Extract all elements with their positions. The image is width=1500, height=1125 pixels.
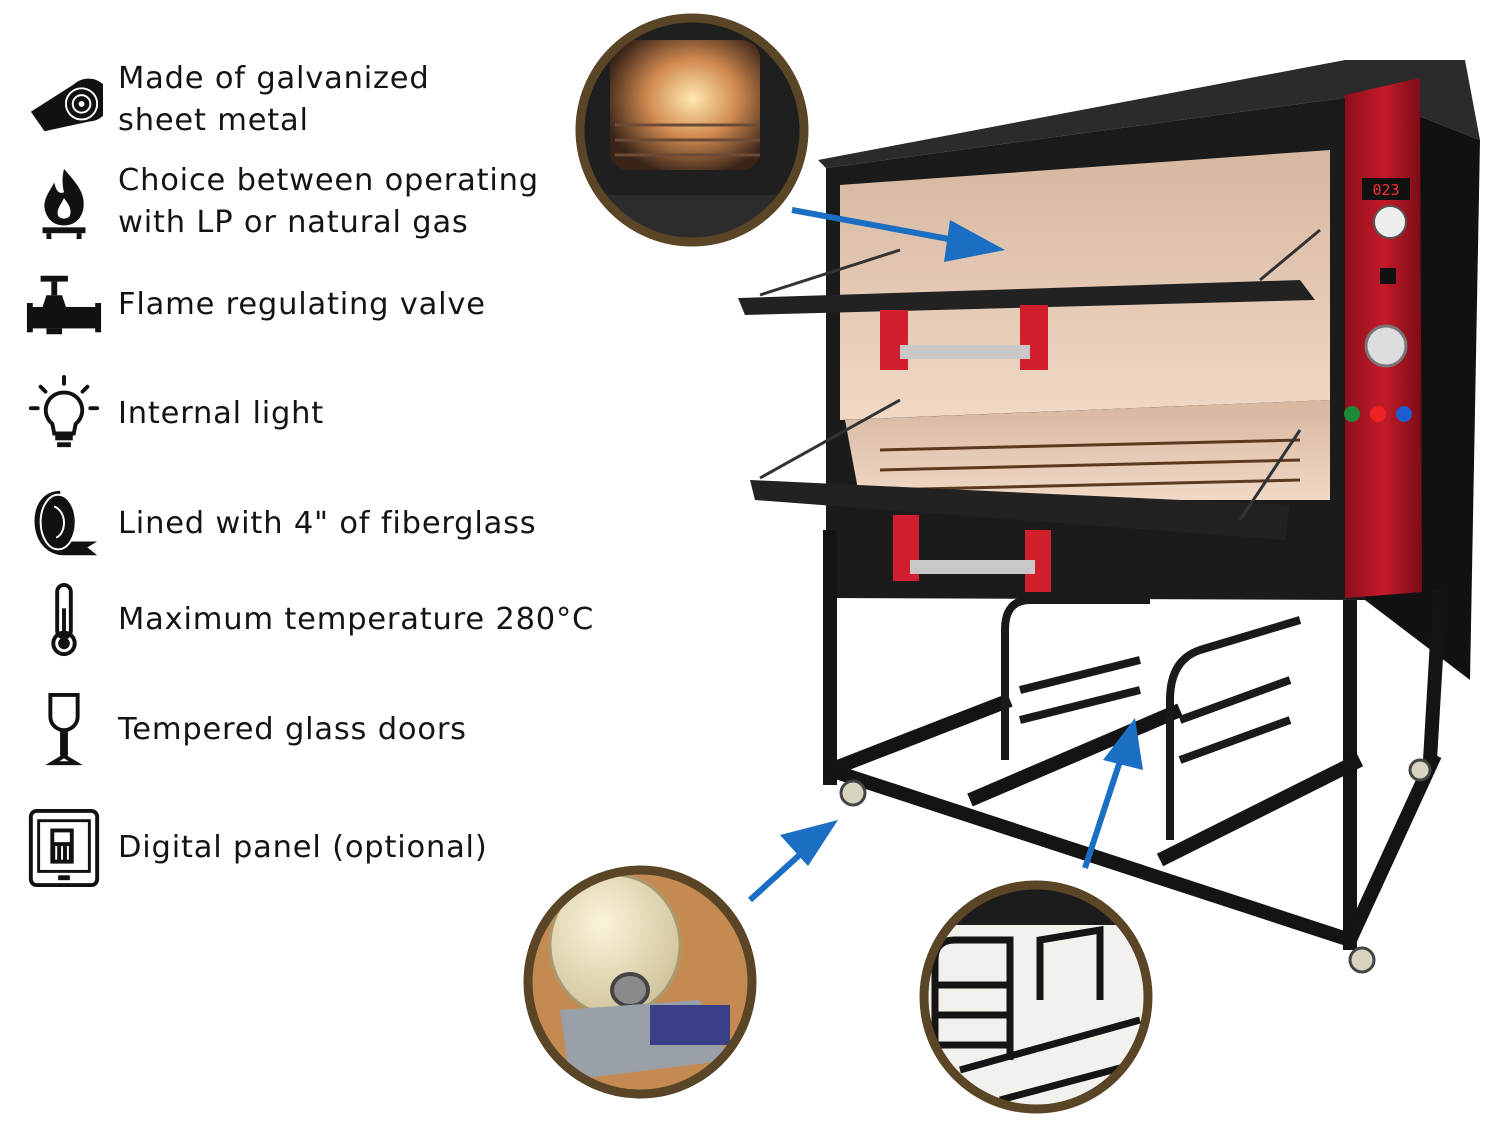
thermometer-icon (22, 578, 106, 662)
green-indicator (1344, 406, 1360, 422)
door-chain (759, 398, 901, 480)
thermostat-dial (1373, 205, 1407, 239)
arrow-to-caster (747, 847, 808, 903)
door-chain (759, 248, 901, 297)
feature-label: Choice between operating with LP or natu… (118, 163, 539, 240)
feature-label: Made of galvanized sheet metal (118, 61, 430, 138)
arrow-head (944, 220, 1005, 262)
oven-rack (879, 438, 1301, 492)
fiberglass-roll-icon (22, 482, 106, 566)
inset-chamber-closeup (575, 13, 809, 247)
door-handle-bracket (880, 310, 908, 370)
caster-wheel (1408, 758, 1432, 782)
door-handle-bracket (1020, 305, 1048, 370)
oven: 023 (738, 60, 1480, 680)
lower-door (750, 480, 1290, 540)
feature-label: Digital panel (optional) (118, 830, 488, 865)
feature-label: Internal light (118, 396, 325, 431)
door-chain (1238, 429, 1302, 521)
feature-tempered-glass: Tempered glass doors (22, 688, 467, 772)
glass-icon (22, 688, 106, 772)
tray-rack (1001, 596, 1302, 840)
door-handle (910, 560, 1035, 574)
gas-knob (1364, 324, 1408, 368)
feature-max-temperature: Maximum temperature 280°C (22, 578, 594, 662)
inset-rack-closeup (919, 880, 1153, 1114)
feature-label: Flame regulating valve (118, 287, 486, 322)
feature-gas-choice: Choice between operating with LP or natu… (22, 160, 539, 244)
arrow-head (1103, 718, 1143, 770)
feature-label: Maximum temperature 280°C (118, 602, 595, 637)
blue-indicator (1396, 406, 1412, 422)
door-handle (900, 345, 1030, 359)
arrow-to-chamber (791, 207, 966, 245)
lower-chamber (845, 400, 1330, 500)
inset-frame (575, 13, 809, 247)
oven-stand (823, 530, 1447, 950)
upper-door (738, 280, 1315, 315)
digital-display (1362, 178, 1410, 200)
feature-digital-panel: Digital panel (optional) (22, 806, 488, 890)
feature-flame-valve: Flame regulating valve (22, 263, 486, 347)
gas-flame-icon (22, 160, 106, 244)
feature-label: Lined with 4" of fiberglass (118, 506, 537, 541)
feature-label: Tempered glass doors (118, 712, 467, 747)
feature-fiberglass-lining: Lined with 4" of fiberglass (22, 482, 537, 566)
caster-wheel (1348, 946, 1376, 974)
red-indicator (1370, 406, 1386, 422)
inset-frame (523, 865, 757, 1099)
power-switch (1380, 268, 1396, 284)
door-chain (1259, 228, 1321, 282)
inset-frame (919, 880, 1153, 1114)
arrow-head (780, 820, 838, 866)
tablet-panel-icon (22, 806, 106, 890)
sheet-metal-roll-icon (22, 58, 106, 142)
arrow-to-rack (1082, 754, 1125, 869)
oven-top (818, 60, 1480, 168)
feature-internal-light: Internal light (22, 372, 324, 456)
inset-caster-closeup (523, 865, 757, 1099)
light-bulb-icon (22, 372, 106, 456)
feature-galvanized-metal: Made of galvanized sheet metal (22, 58, 430, 142)
valve-icon (22, 263, 106, 347)
caster-wheel (839, 779, 867, 807)
display-reading: 023 (1372, 181, 1399, 199)
callout-arrows (747, 207, 1143, 903)
